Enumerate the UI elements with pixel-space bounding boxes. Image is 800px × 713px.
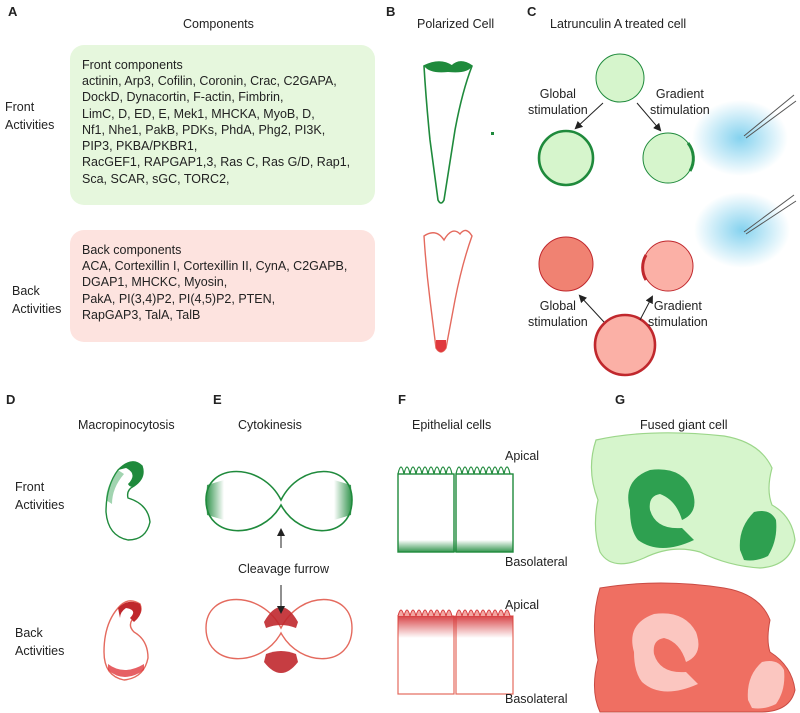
epithelial-front-cells	[397, 466, 514, 553]
back-label-line: Activities	[15, 644, 65, 658]
front-activities-label-d: Front Activities	[15, 478, 64, 514]
fused-giant-cell-title: Fused giant cell	[640, 418, 728, 432]
front-components-heading: Front components	[82, 58, 183, 72]
back-components-heading: Back components	[82, 243, 182, 257]
front-activities-label-a: Front Activities	[5, 98, 54, 134]
stim-label-line: stimulation	[650, 103, 710, 117]
macropinocytosis-back-cell	[103, 600, 149, 681]
polarized-cell-title: Polarized Cell	[417, 17, 495, 31]
fused-giant-back-cell	[593, 582, 796, 713]
front-component-line: Nf1, Nhe1, PakB, PDKs, PhdA, Phg2, PI3K,	[82, 122, 326, 137]
back-activities-label-d: Back Activities	[15, 624, 64, 660]
back-component-line: PakA, PI(3,4)P2, PI(4,5)P2, PTEN,	[82, 291, 276, 306]
stim-label-line: Gradient	[653, 299, 702, 313]
gradient-stimulation-bottom: Gradient stimulation	[648, 298, 708, 330]
macropinocytosis-title: Macropinocytosis	[78, 418, 175, 432]
panel-label-a: A	[8, 4, 18, 19]
stim-label-line: Global	[539, 87, 576, 101]
polarized-cell-front	[423, 61, 494, 204]
components-title: Components	[183, 17, 254, 31]
back-components-box: Back components ACA, Cortexillin I, Cort…	[70, 230, 375, 342]
front-label-line: Front	[5, 100, 35, 114]
panel-label-c: C	[527, 4, 537, 19]
latrunculin-title: Latrunculin A treated cell	[550, 17, 687, 31]
basolateral-label-top: Basolateral	[505, 555, 568, 569]
front-label-line: Activities	[15, 498, 65, 512]
back-activities-label-a: Back Activities	[12, 282, 61, 318]
global-stimulation-bottom: Global stimulation	[528, 298, 588, 330]
cytokinesis-title: Cytokinesis	[238, 418, 302, 432]
epithelial-back-cells	[397, 609, 514, 695]
stim-label-line: stimulation	[528, 103, 588, 117]
front-component-line: PIP3, PKBA/PKBR1,	[82, 139, 198, 154]
apical-label-top: Apical	[505, 449, 540, 463]
panel-label-g: G	[615, 392, 626, 407]
stim-label-line: Global	[539, 299, 576, 313]
latrunculin-back-row	[538, 192, 797, 377]
apical-label-bottom: Apical	[505, 598, 540, 612]
back-component-line: ACA, Cortexillin I, Cortexillin II, CynA…	[82, 259, 348, 273]
back-label-line: Activities	[12, 302, 62, 316]
epithelial-title: Epithelial cells	[412, 418, 492, 432]
front-label-line: Front	[15, 480, 45, 494]
back-component-line: DGAP1, MHCKC, Myosin,	[82, 275, 228, 290]
basolateral-label-bottom: Basolateral	[505, 692, 568, 706]
front-component-line: LimC, D, ED, E, Mek1, MHCKA, MyoB, D,	[82, 106, 315, 121]
back-component-line: RapGAP3, TalA, TalB	[82, 307, 201, 322]
front-component-line: RacGEF1, RAPGAP1,3, Ras C, Ras G/D, Rap1…	[82, 155, 351, 170]
panel-label-d: D	[6, 392, 16, 407]
panel-label-f: F	[398, 392, 406, 407]
back-label-line: Back	[15, 626, 43, 640]
panel-label-b: B	[386, 4, 396, 19]
front-component-line: DockD, Dynacortin, F-actin, Fimbrin,	[82, 90, 284, 105]
panel-label-e: E	[213, 392, 222, 407]
front-label-line: Activities	[5, 118, 55, 132]
fused-giant-front-cell	[590, 432, 796, 569]
front-components-box: Front components actinin, Arp3, Cofilin,…	[70, 45, 375, 205]
cleavage-furrow-label: Cleavage furrow	[238, 562, 330, 576]
back-label-line: Back	[12, 284, 40, 298]
front-component-line: Sca, SCAR, sGC, TORC2,	[82, 171, 230, 186]
polarized-cell-back	[423, 229, 473, 353]
stim-label-line: Gradient	[655, 87, 704, 101]
cytokinesis-back-cell	[205, 585, 353, 673]
cytokinesis-front-cell	[205, 470, 353, 548]
stim-label-line: stimulation	[648, 315, 708, 329]
global-stimulation-top: Global stimulation	[528, 86, 588, 118]
latrunculin-front-row	[537, 53, 797, 187]
stim-label-line: stimulation	[528, 315, 588, 329]
front-component-line: actinin, Arp3, Cofilin, Coronin, Crac, C…	[82, 74, 337, 88]
macropinocytosis-front-cell	[105, 461, 151, 541]
gradient-stimulation-top: Gradient stimulation	[650, 86, 710, 118]
